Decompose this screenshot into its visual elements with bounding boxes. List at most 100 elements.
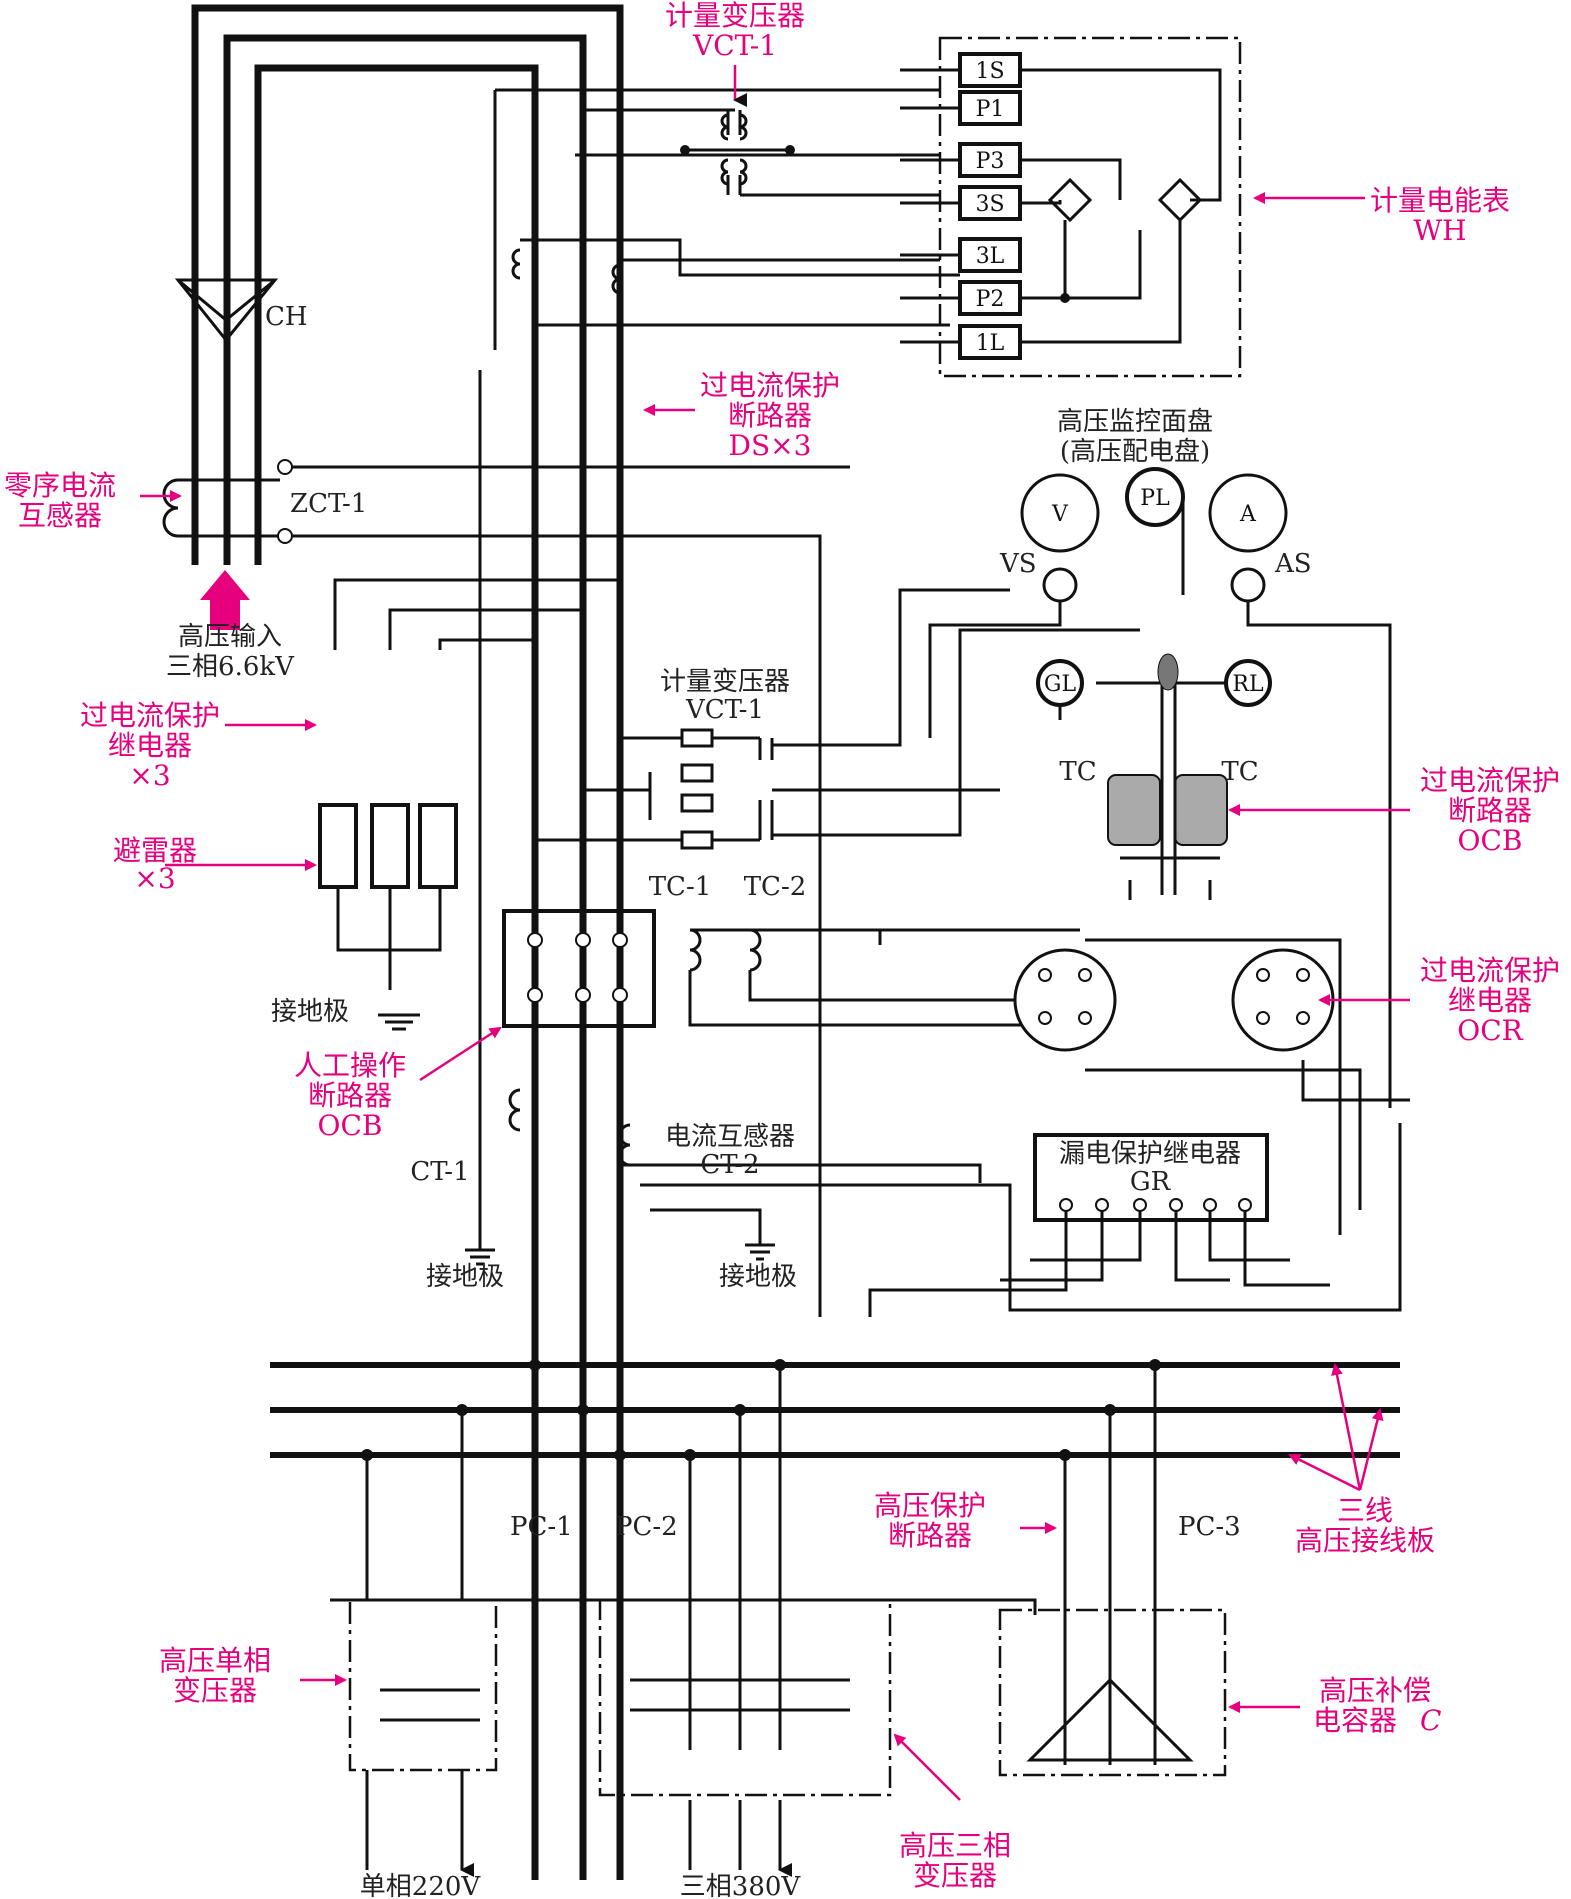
pc1-label: PC-1: [510, 1512, 573, 1542]
wh-title: 计量电能表: [1370, 184, 1510, 217]
vs-label: VS: [999, 549, 1037, 579]
ground-label-1: 接地极: [271, 997, 349, 1027]
three-tx-subtitle: 变压器: [913, 1859, 997, 1892]
zct: [162, 459, 850, 1317]
v-meter-label: V: [1051, 502, 1069, 527]
relay-title: 过电流保护: [80, 699, 220, 732]
ground-label-3: 接地极: [719, 1262, 797, 1292]
rl-lamp-label: RL: [1232, 672, 1264, 697]
single-tx-subtitle: 变压器: [173, 1674, 257, 1707]
hv-breaker-title: 高压保护: [874, 1489, 986, 1522]
metering-vct-mid: [535, 588, 1140, 850]
arrester-title: 避雷器: [113, 834, 197, 867]
ground-label-2: 接地极: [426, 1262, 504, 1292]
trip-coil-left-icon: [1107, 774, 1161, 846]
busbar-subtitle: 高压接线板: [1295, 1524, 1435, 1557]
ocb-title: 过电流保护: [1420, 764, 1560, 797]
ocr-subtitle: 继电器: [1448, 984, 1532, 1017]
gr-title: 漏电保护继电器: [1059, 1139, 1241, 1169]
relay-subtitle: 继电器: [108, 729, 192, 762]
ct1-label: CT-1: [410, 1157, 469, 1187]
meter-pin-5: [958, 280, 1022, 316]
gr-relay: [1033, 1133, 1269, 1222]
ocr-code: OCR: [1457, 1014, 1523, 1047]
tc1-label: TC-1: [649, 872, 712, 902]
meter-pin-label: 3S: [975, 192, 1004, 217]
meter-pin-2: [958, 142, 1022, 178]
relay-count: ×3: [129, 759, 170, 792]
zct-subtitle: 互感器: [18, 499, 102, 532]
voltmeter-icon: [1020, 473, 1100, 553]
ds-code: DS×3: [729, 429, 812, 462]
arrester-count: ×3: [134, 862, 175, 895]
metering-vct-top: [493, 88, 960, 350]
meter-pin-label: P3: [976, 149, 1005, 174]
cap-subtitle: 电容器: [1313, 1704, 1397, 1737]
meter-pin-3: [958, 185, 1022, 221]
loads: [330, 1365, 1227, 1870]
arrester-section: [318, 578, 620, 1031]
ct2-code: CT-2: [700, 1150, 759, 1180]
vct-top-code: VCT-1: [692, 29, 777, 62]
meter-pin-label: P2: [976, 287, 1005, 312]
pc2-label: PC-2: [615, 1512, 678, 1542]
manual-ocb: [502, 909, 656, 1028]
wh-code: WH: [1413, 214, 1466, 247]
meter-pin-label: 1S: [975, 59, 1004, 84]
ct2-title: 电流互感器: [665, 1122, 795, 1152]
zct-code: ZCT-1: [290, 489, 367, 519]
manual-subtitle: 断路器: [308, 1079, 392, 1112]
ocr-section: [688, 928, 1410, 1235]
manual-code: OCB: [318, 1109, 383, 1142]
vct-mid-code: VCT-1: [685, 695, 764, 725]
monitoring-panel: [928, 467, 1392, 1108]
a-meter-label: A: [1239, 502, 1257, 527]
input-voltage: 三相6.6kV: [166, 652, 295, 682]
busbar-title: 三线: [1337, 1494, 1393, 1527]
meter-pin-1: [958, 90, 1022, 126]
hv-breaker-subtitle: 断路器: [888, 1519, 972, 1552]
meter-pin-label: 1L: [976, 331, 1005, 356]
gl-lamp-label: GL: [1044, 672, 1077, 697]
gr-code: GR: [1130, 1167, 1172, 1197]
ds-subtitle: 断路器: [728, 399, 812, 432]
tc-left-label: TC: [1059, 757, 1096, 787]
meter-pin-label: 3L: [976, 244, 1005, 269]
cap-title: 高压补偿: [1319, 1674, 1431, 1707]
manual-title: 人工操作: [294, 1049, 406, 1082]
zct-title: 零序电流: [4, 469, 116, 502]
ds-breakers: [531, 365, 624, 1880]
meter-pin-6: [958, 324, 1022, 360]
output-single-phase: 单相220V: [360, 1872, 482, 1899]
single-tx-title: 高压单相: [159, 1644, 271, 1677]
ct-section: [465, 370, 1402, 1317]
output-three-phase: 三相380V: [680, 1872, 802, 1899]
ds-title: 过电流保护: [700, 369, 840, 402]
panel-subtitle: (高压配电盘): [1060, 437, 1210, 467]
ocb-code: OCB: [1458, 824, 1523, 857]
red-lamp-icon: [1224, 659, 1272, 707]
labels: 计量变压器 VCT-1 计量电能表 WH CH 过电流保护 断路器 DS×3 高…: [4, 0, 1560, 1899]
busbars: [270, 1359, 1400, 1461]
meter-pin-4: [958, 237, 1022, 273]
as-label: AS: [1274, 549, 1312, 579]
tc2-label: TC-2: [744, 872, 807, 902]
pc3-label: PC-3: [1178, 1512, 1241, 1542]
panel-title: 高压监控面盘: [1057, 407, 1213, 437]
ocr-title: 过电流保护: [1420, 954, 1560, 987]
trip-coil-right-icon: [1174, 774, 1228, 846]
ch-label: CH: [265, 302, 308, 332]
three-tx-title: 高压三相: [899, 1829, 1011, 1862]
ocb-subtitle: 断路器: [1448, 794, 1532, 827]
ammeter-icon: [1208, 473, 1288, 553]
vct-top-title: 计量变压器: [665, 0, 805, 32]
annotation-arrows: [140, 65, 1410, 1801]
pl-lamp-label: PL: [1140, 486, 1170, 511]
input-title: 高压输入: [178, 622, 282, 652]
meter-pin-0: [958, 52, 1022, 88]
vct-mid-title: 计量变压器: [660, 667, 790, 697]
cap-code: C: [1420, 1704, 1441, 1737]
tc-right-label: TC: [1221, 757, 1258, 787]
